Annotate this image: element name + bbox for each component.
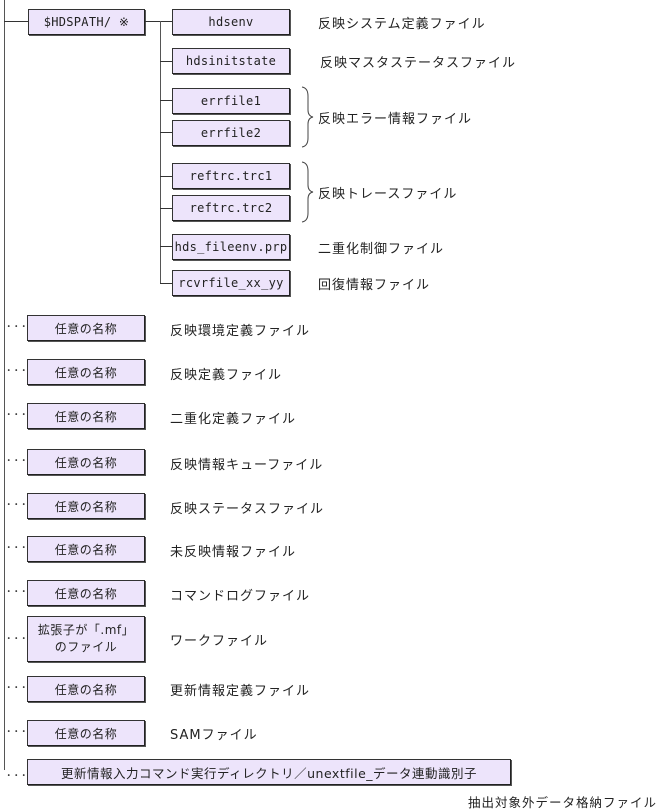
connector <box>160 283 172 284</box>
file-node-item: 任意の名称 <box>27 493 145 519</box>
file-node-item: 任意の名称 <box>27 403 145 429</box>
connector <box>160 208 172 209</box>
file-node-rcvrfile: rcvrfile_xx_yy <box>172 270 290 296</box>
dotted-connector: ･･･ <box>6 408 29 421</box>
dotted-connector: ･･･ <box>6 320 29 333</box>
subtree-line <box>160 21 161 283</box>
file-node-item: 任意の名称 <box>27 720 145 746</box>
file-desc-item: 更新情報定義ファイル <box>170 684 311 699</box>
file-desc-item: 反映情報キューファイル <box>170 458 324 473</box>
group-desc-reftrc: 反映トレースファイル <box>318 187 458 202</box>
file-node-line1: 拡張子が「.mf」 <box>37 623 135 637</box>
root-connector <box>4 21 28 22</box>
file-desc-item: 二重化定義ファイル <box>170 412 297 427</box>
file-desc-unextfile: 抽出対象外データ格納ファイル <box>468 795 658 810</box>
connector <box>160 246 172 247</box>
file-desc-rcvrfile: 回復情報ファイル <box>318 278 431 293</box>
dotted-connector: ･･･ <box>6 681 29 694</box>
file-desc-item: SAMファイル <box>170 728 258 743</box>
file-desc-item: 未反映情報ファイル <box>170 545 297 560</box>
file-node-hdsenv: hdsenv <box>172 9 290 35</box>
dotted-connector: ･･･ <box>6 454 29 467</box>
dotted-connector: ･･･ <box>6 632 29 645</box>
file-node-item: 任意の名称 <box>27 315 145 341</box>
file-node-reftrc1: reftrc.trc1 <box>172 163 290 189</box>
connector <box>160 132 172 133</box>
file-node-errfile1: errfile1 <box>172 88 290 114</box>
root-directory-node: $HDSPATH/ ※ <box>28 9 145 35</box>
file-node-item: 任意の名称 <box>27 580 145 606</box>
file-node-item: 任意の名称 <box>27 359 145 385</box>
tree-trunk-line <box>4 0 5 770</box>
file-desc-item: 反映ステータスファイル <box>170 502 325 517</box>
file-desc-item: 反映環境定義ファイル <box>170 324 311 339</box>
file-node-work-file: 拡張子が「.mf」 のファイル <box>27 616 145 662</box>
file-node-item: 任意の名称 <box>27 449 145 475</box>
file-desc-hds-fileenv: 二重化制御ファイル <box>318 242 445 257</box>
dotted-connector: ･･･ <box>6 541 29 554</box>
connector <box>160 100 172 101</box>
file-node-item: 任意の名称 <box>27 536 145 562</box>
file-node-line2: のファイル <box>54 640 118 654</box>
dotted-connector: ･･･ <box>6 769 29 782</box>
file-desc-item: 反映定義ファイル <box>170 368 283 383</box>
brace-icon <box>301 161 314 223</box>
file-node-hds-fileenv: hds_fileenv.prp <box>172 234 290 260</box>
file-node-item: 任意の名称 <box>27 676 145 702</box>
dotted-connector: ･･･ <box>6 585 29 598</box>
dotted-connector: ･･･ <box>6 498 29 511</box>
file-node-errfile2: errfile2 <box>172 120 290 146</box>
dotted-connector: ･･･ <box>6 725 29 738</box>
file-desc-hdsenv: 反映システム定義ファイル <box>318 17 486 32</box>
root-to-children-connector <box>145 21 172 22</box>
brace-icon <box>301 86 314 148</box>
file-node-hdsinitstate: hdsinitstate <box>172 48 290 74</box>
connector <box>160 61 172 62</box>
file-desc-item: コマンドログファイル <box>170 589 311 604</box>
connector <box>160 176 172 177</box>
file-node-unextfile: 更新情報入力コマンド実行ディレクトリ／unextfile_データ連動識別子 <box>27 759 511 785</box>
file-desc-item: ワークファイル <box>170 634 269 649</box>
group-desc-errfile: 反映エラー情報ファイル <box>318 112 473 127</box>
file-desc-hdsinitstate: 反映マスタステータスファイル <box>320 56 517 71</box>
file-node-reftrc2: reftrc.trc2 <box>172 195 290 221</box>
dotted-connector: ･･･ <box>6 364 29 377</box>
